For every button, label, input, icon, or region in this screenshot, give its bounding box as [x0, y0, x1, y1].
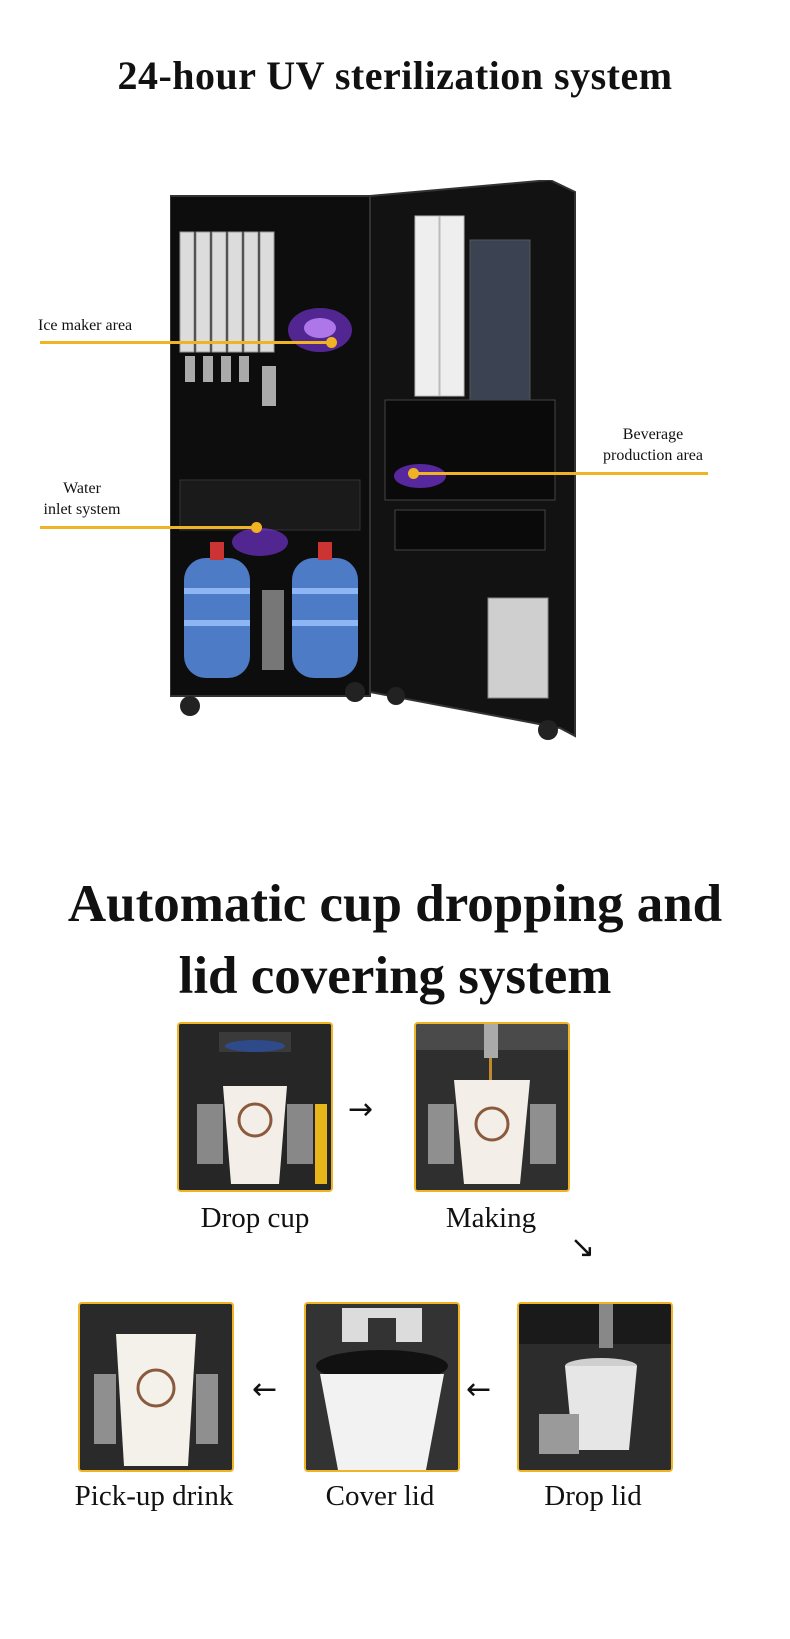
cover-lid-image [306, 1304, 458, 1470]
ice-maker-callout-dot [326, 337, 337, 348]
cup-system-title: Automatic cup dropping and lid covering … [0, 868, 790, 1012]
drop-lid-label: Drop lid [544, 1480, 642, 1512]
water-inlet-callout-line [40, 526, 255, 529]
beverage-callout-line [412, 472, 708, 475]
drop-lid-image [519, 1304, 671, 1470]
vending-machine-image [169, 178, 630, 780]
making-label: Making [445, 1202, 537, 1234]
beverage-area-label: Beverage production area [590, 424, 716, 466]
left-arrow-2: ← [466, 1372, 492, 1407]
drop-cup-label: Drop cup [200, 1202, 310, 1234]
cup-system-title-line1: Automatic cup dropping and [67, 875, 723, 933]
water-inlet-label-line2: inlet system [43, 501, 121, 518]
pickup-label: Pick-up drink [74, 1480, 234, 1512]
drop-lid-photo [517, 1302, 673, 1472]
beverage-area-label-line1: Beverage [622, 426, 684, 443]
pickup-photo [78, 1302, 234, 1472]
down-right-arrow: ↘ [570, 1230, 596, 1265]
making-photo [414, 1022, 570, 1192]
vending-machine-illustration [169, 178, 576, 740]
left-arrow-1: ← [252, 1372, 278, 1407]
beverage-area-label-line2: production area [603, 447, 703, 464]
uv-section-title: 24-hour UV sterilization system [117, 53, 673, 98]
drop-cup-photo [177, 1022, 333, 1192]
cover-lid-photo [304, 1302, 460, 1472]
cover-lid-label: Cover lid [325, 1480, 435, 1512]
ice-maker-label: Ice maker area [38, 317, 133, 334]
ice-maker-callout-line [40, 341, 330, 344]
water-inlet-callout-dot [251, 522, 262, 533]
right-arrow: → [348, 1092, 374, 1127]
making-image [416, 1024, 568, 1190]
cup-system-title-line2: lid covering system [178, 947, 612, 1005]
water-inlet-label-line1: Water [63, 480, 101, 497]
pickup-image [80, 1304, 232, 1470]
drop-cup-image [179, 1024, 331, 1190]
water-inlet-label: Water inlet system [32, 478, 132, 520]
beverage-callout-dot [408, 468, 419, 479]
